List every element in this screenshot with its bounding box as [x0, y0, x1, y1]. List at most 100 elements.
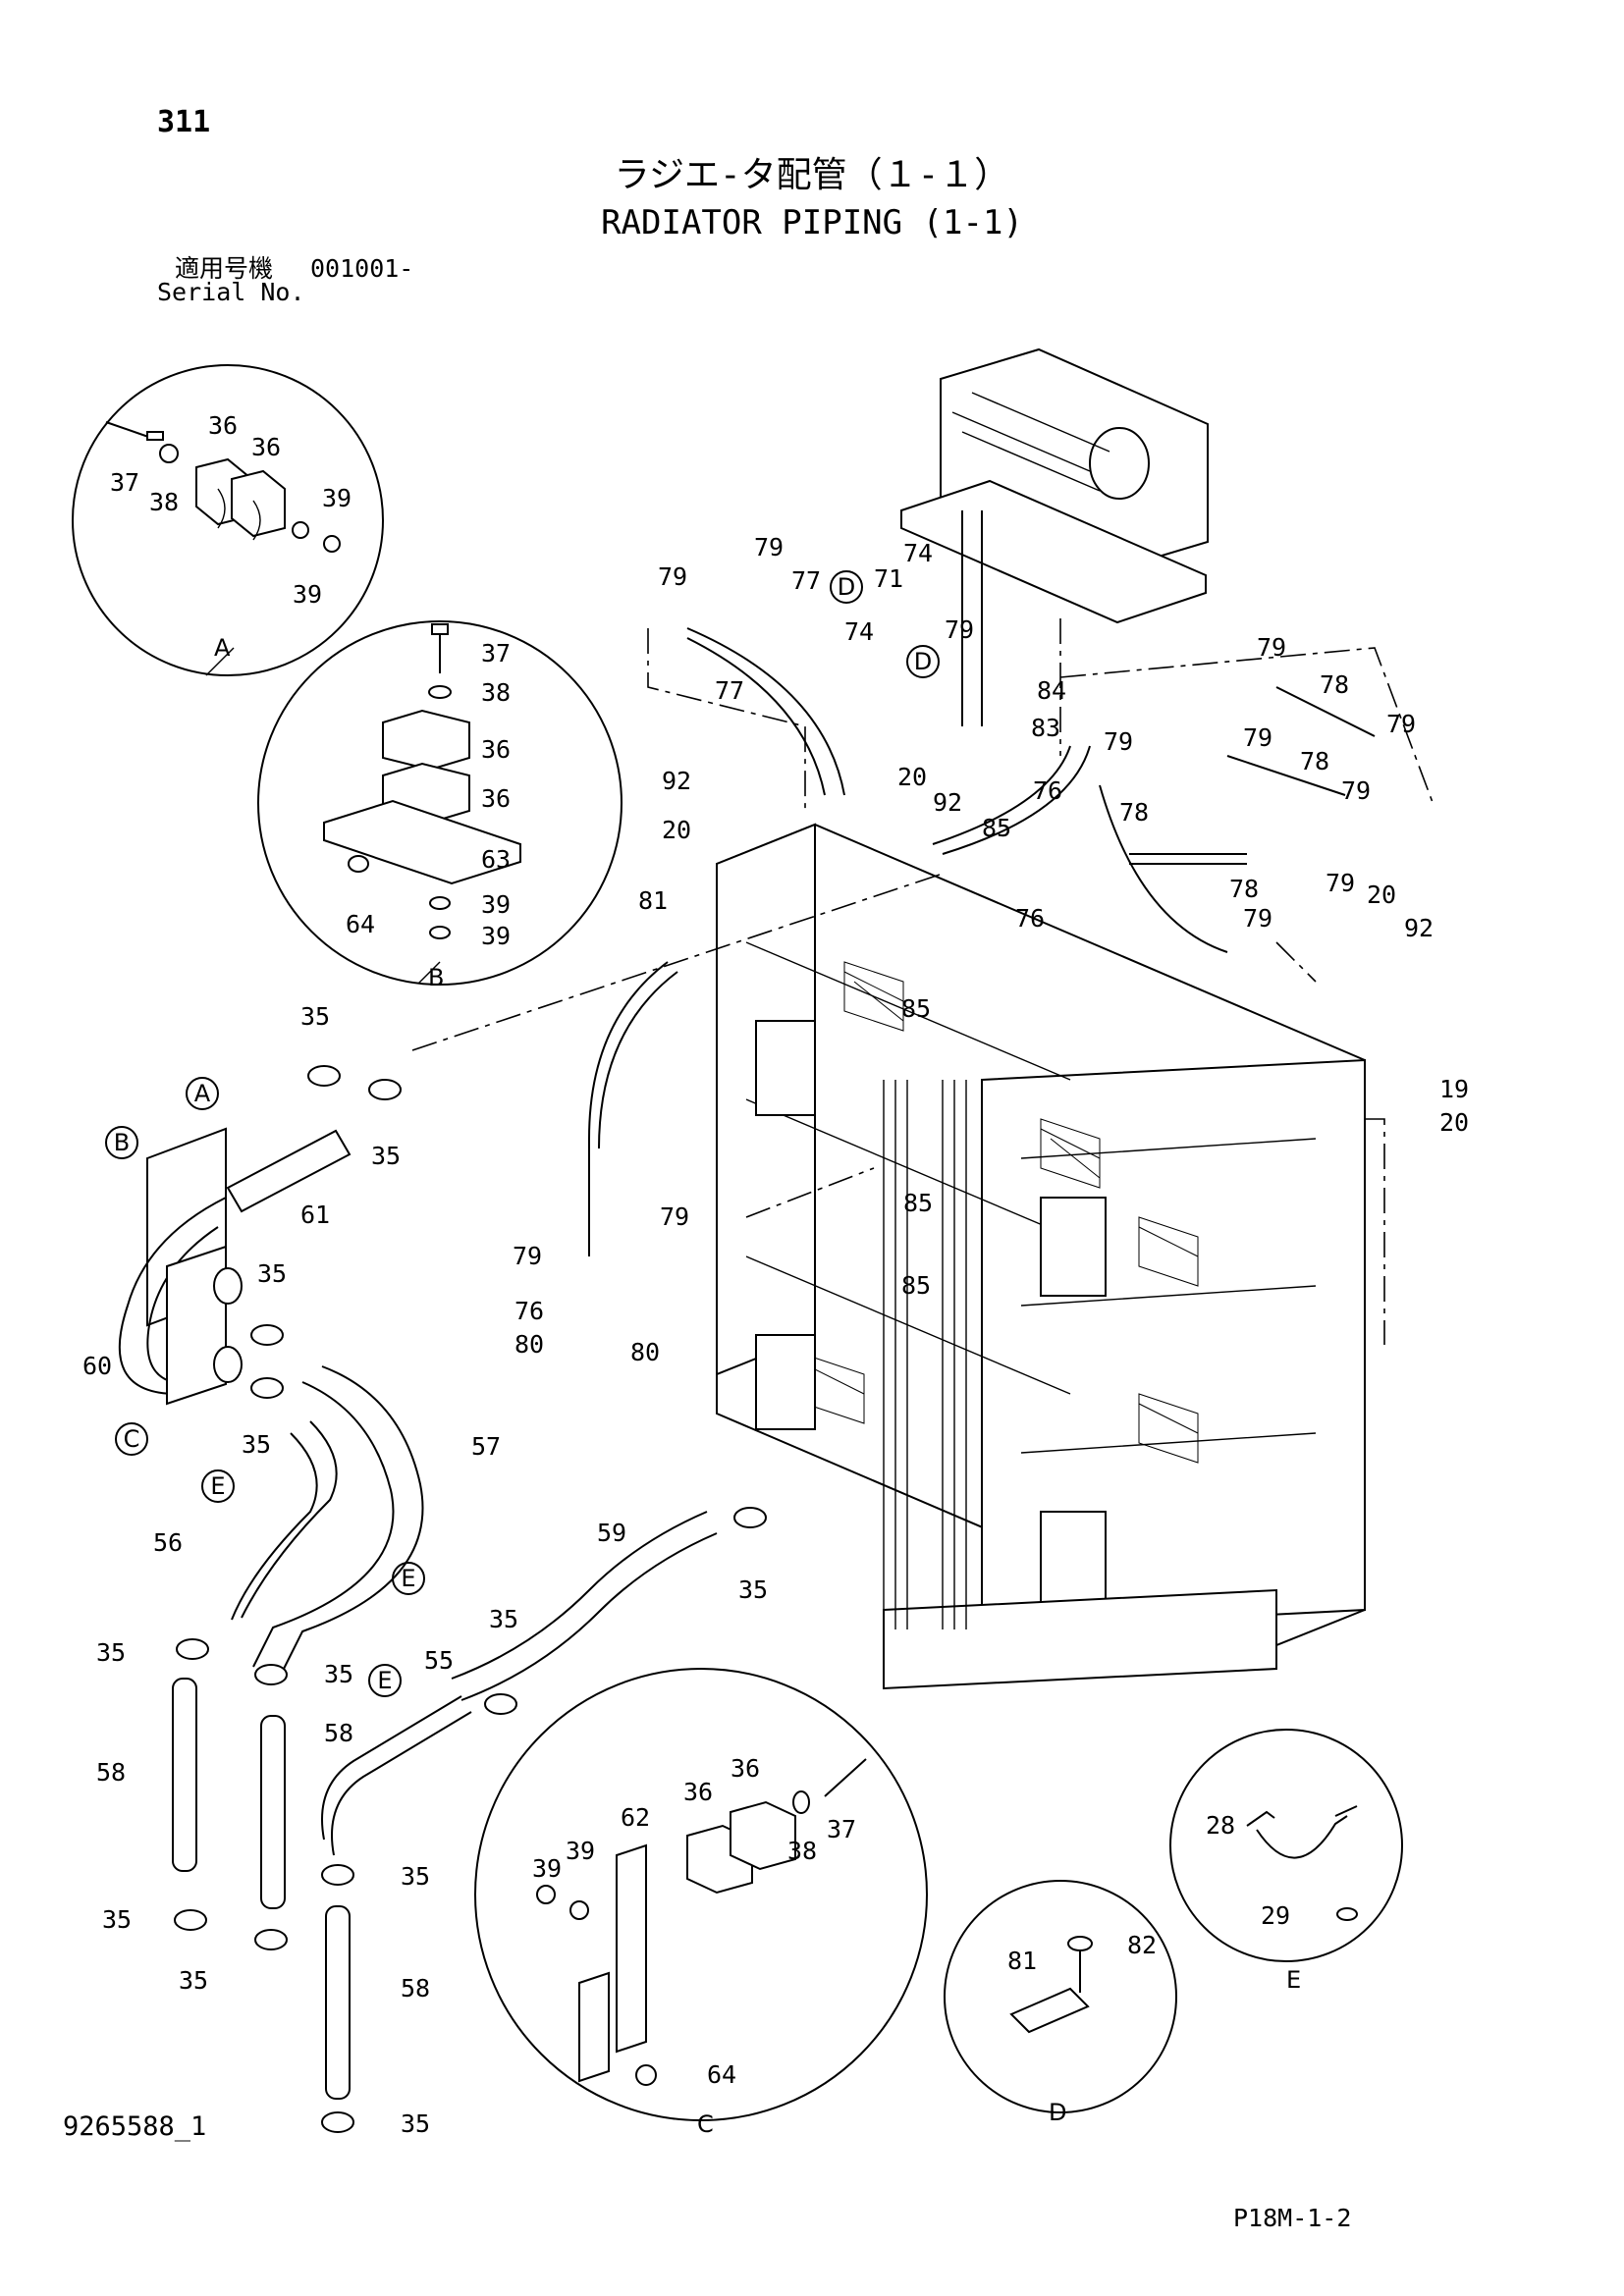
- callout-e28: 28: [1206, 1811, 1235, 1840]
- callout-m77a: 77: [791, 566, 821, 595]
- detail-label-c: C: [697, 2110, 714, 2138]
- balloon-d2-label: D: [914, 648, 932, 675]
- detail-view-a: [72, 364, 384, 676]
- callout-c36a: 36: [683, 1778, 713, 1806]
- callout-p35g: 35: [102, 1905, 132, 1934]
- callout-m92c: 92: [1404, 914, 1434, 942]
- callout-p55: 55: [424, 1646, 454, 1675]
- callout-m81: 81: [638, 886, 668, 915]
- callout-p35a: 35: [300, 1002, 330, 1031]
- callout-d82: 82: [1127, 1931, 1157, 1959]
- callout-p58c: 58: [401, 1974, 430, 2002]
- callout-m79g: 79: [1243, 723, 1272, 752]
- callout-p61: 61: [300, 1201, 330, 1229]
- callout-m78a: 78: [1320, 670, 1349, 699]
- callout-m74b: 74: [844, 617, 874, 646]
- balloon-e1-label: E: [210, 1472, 225, 1500]
- balloon-a-label: A: [194, 1080, 211, 1107]
- callout-m79j: 79: [1243, 904, 1272, 933]
- callout-m84: 84: [1037, 676, 1066, 705]
- callout-m71: 71: [874, 564, 903, 593]
- balloon-c: C: [115, 1422, 148, 1456]
- callout-p35j: 35: [401, 2109, 430, 2138]
- callout-e29: 29: [1261, 1901, 1290, 1930]
- balloon-d1-label: D: [838, 573, 855, 601]
- callout-m79c: 79: [945, 615, 974, 644]
- callout-m79k: 79: [660, 1202, 689, 1231]
- callout-b39a: 39: [481, 890, 511, 919]
- title-japanese: ラジエ-タ配管（１-１）: [615, 155, 1010, 195]
- callout-c62: 62: [621, 1803, 650, 1832]
- callout-p58b: 58: [324, 1719, 353, 1747]
- callout-d81: 81: [1007, 1947, 1037, 1975]
- callout-p35e: 35: [96, 1638, 126, 1667]
- callout-b36a: 36: [481, 735, 511, 764]
- callout-m83: 83: [1031, 714, 1060, 742]
- callout-a39b: 39: [293, 580, 322, 609]
- callout-m78d: 78: [1229, 875, 1259, 903]
- callout-c37: 37: [827, 1815, 856, 1843]
- callout-p35l: 35: [738, 1575, 768, 1604]
- callout-p35k: 35: [489, 1605, 518, 1633]
- callout-m92a: 92: [662, 767, 691, 795]
- callout-m80a: 80: [514, 1330, 544, 1359]
- callout-b38: 38: [481, 678, 511, 707]
- callout-m85d: 85: [901, 1271, 931, 1300]
- balloon-e2-label: E: [401, 1565, 415, 1592]
- callout-b64: 64: [346, 910, 375, 938]
- callout-p35h: 35: [179, 1966, 208, 1995]
- balloon-b-label: B: [114, 1129, 130, 1156]
- balloon-e3: E: [368, 1664, 402, 1697]
- detail-view-e: [1169, 1729, 1403, 1962]
- callout-m79i: 79: [1326, 869, 1355, 897]
- callout-m74a: 74: [903, 539, 933, 567]
- page-number: 311: [157, 105, 210, 139]
- serial-range: 001001-: [310, 254, 413, 283]
- callout-m78b: 78: [1300, 747, 1329, 775]
- callout-p59: 59: [597, 1519, 626, 1547]
- callout-m79a: 79: [658, 562, 687, 591]
- callout-p56: 56: [153, 1528, 183, 1557]
- detail-view-b: [257, 620, 623, 986]
- callout-c36b: 36: [731, 1754, 760, 1783]
- callout-c39b: 39: [566, 1837, 595, 1865]
- callout-p60: 60: [82, 1352, 112, 1380]
- callout-p35d: 35: [242, 1430, 271, 1459]
- balloon-e2: E: [392, 1562, 425, 1595]
- callout-m80b: 80: [630, 1338, 660, 1366]
- pipe-assembly-left: [118, 1065, 767, 2133]
- callout-p35i: 35: [401, 1862, 430, 1891]
- callout-p35b: 35: [371, 1142, 401, 1170]
- title-english: RADIATOR PIPING (1-1): [601, 203, 1023, 242]
- callout-a39a: 39: [322, 484, 352, 512]
- callout-b36b: 36: [481, 784, 511, 813]
- callout-m76b: 76: [1015, 904, 1045, 933]
- callout-b39b: 39: [481, 922, 511, 950]
- balloon-d1: D: [830, 570, 863, 604]
- callout-b63: 63: [481, 845, 511, 874]
- callout-m20a: 20: [662, 816, 691, 844]
- callout-m76c: 76: [514, 1297, 544, 1325]
- detail-label-a: A: [214, 634, 231, 662]
- callout-p35c: 35: [257, 1259, 287, 1288]
- balloon-e3-label: E: [377, 1667, 392, 1694]
- callout-a37: 37: [110, 468, 139, 497]
- callout-m79d: 79: [1104, 727, 1133, 756]
- callout-m85b: 85: [901, 994, 931, 1023]
- callout-m79f: 79: [1386, 710, 1416, 738]
- callout-a36a: 36: [208, 411, 238, 440]
- balloon-e1: E: [201, 1469, 235, 1503]
- callout-p57: 57: [471, 1432, 501, 1461]
- callout-c38: 38: [787, 1837, 817, 1865]
- callout-m20c: 20: [1367, 881, 1396, 909]
- document-number: 9265588_1: [63, 2111, 206, 2142]
- detail-label-b: B: [428, 964, 444, 991]
- detail-label-e: E: [1286, 1966, 1301, 1994]
- callout-m20b: 20: [897, 763, 927, 791]
- callout-b37: 37: [481, 639, 511, 667]
- callout-m20d: 20: [1439, 1108, 1469, 1137]
- callout-m77b: 77: [715, 676, 744, 705]
- leader-lines: [411, 618, 1435, 1345]
- callout-c64: 64: [707, 2060, 736, 2089]
